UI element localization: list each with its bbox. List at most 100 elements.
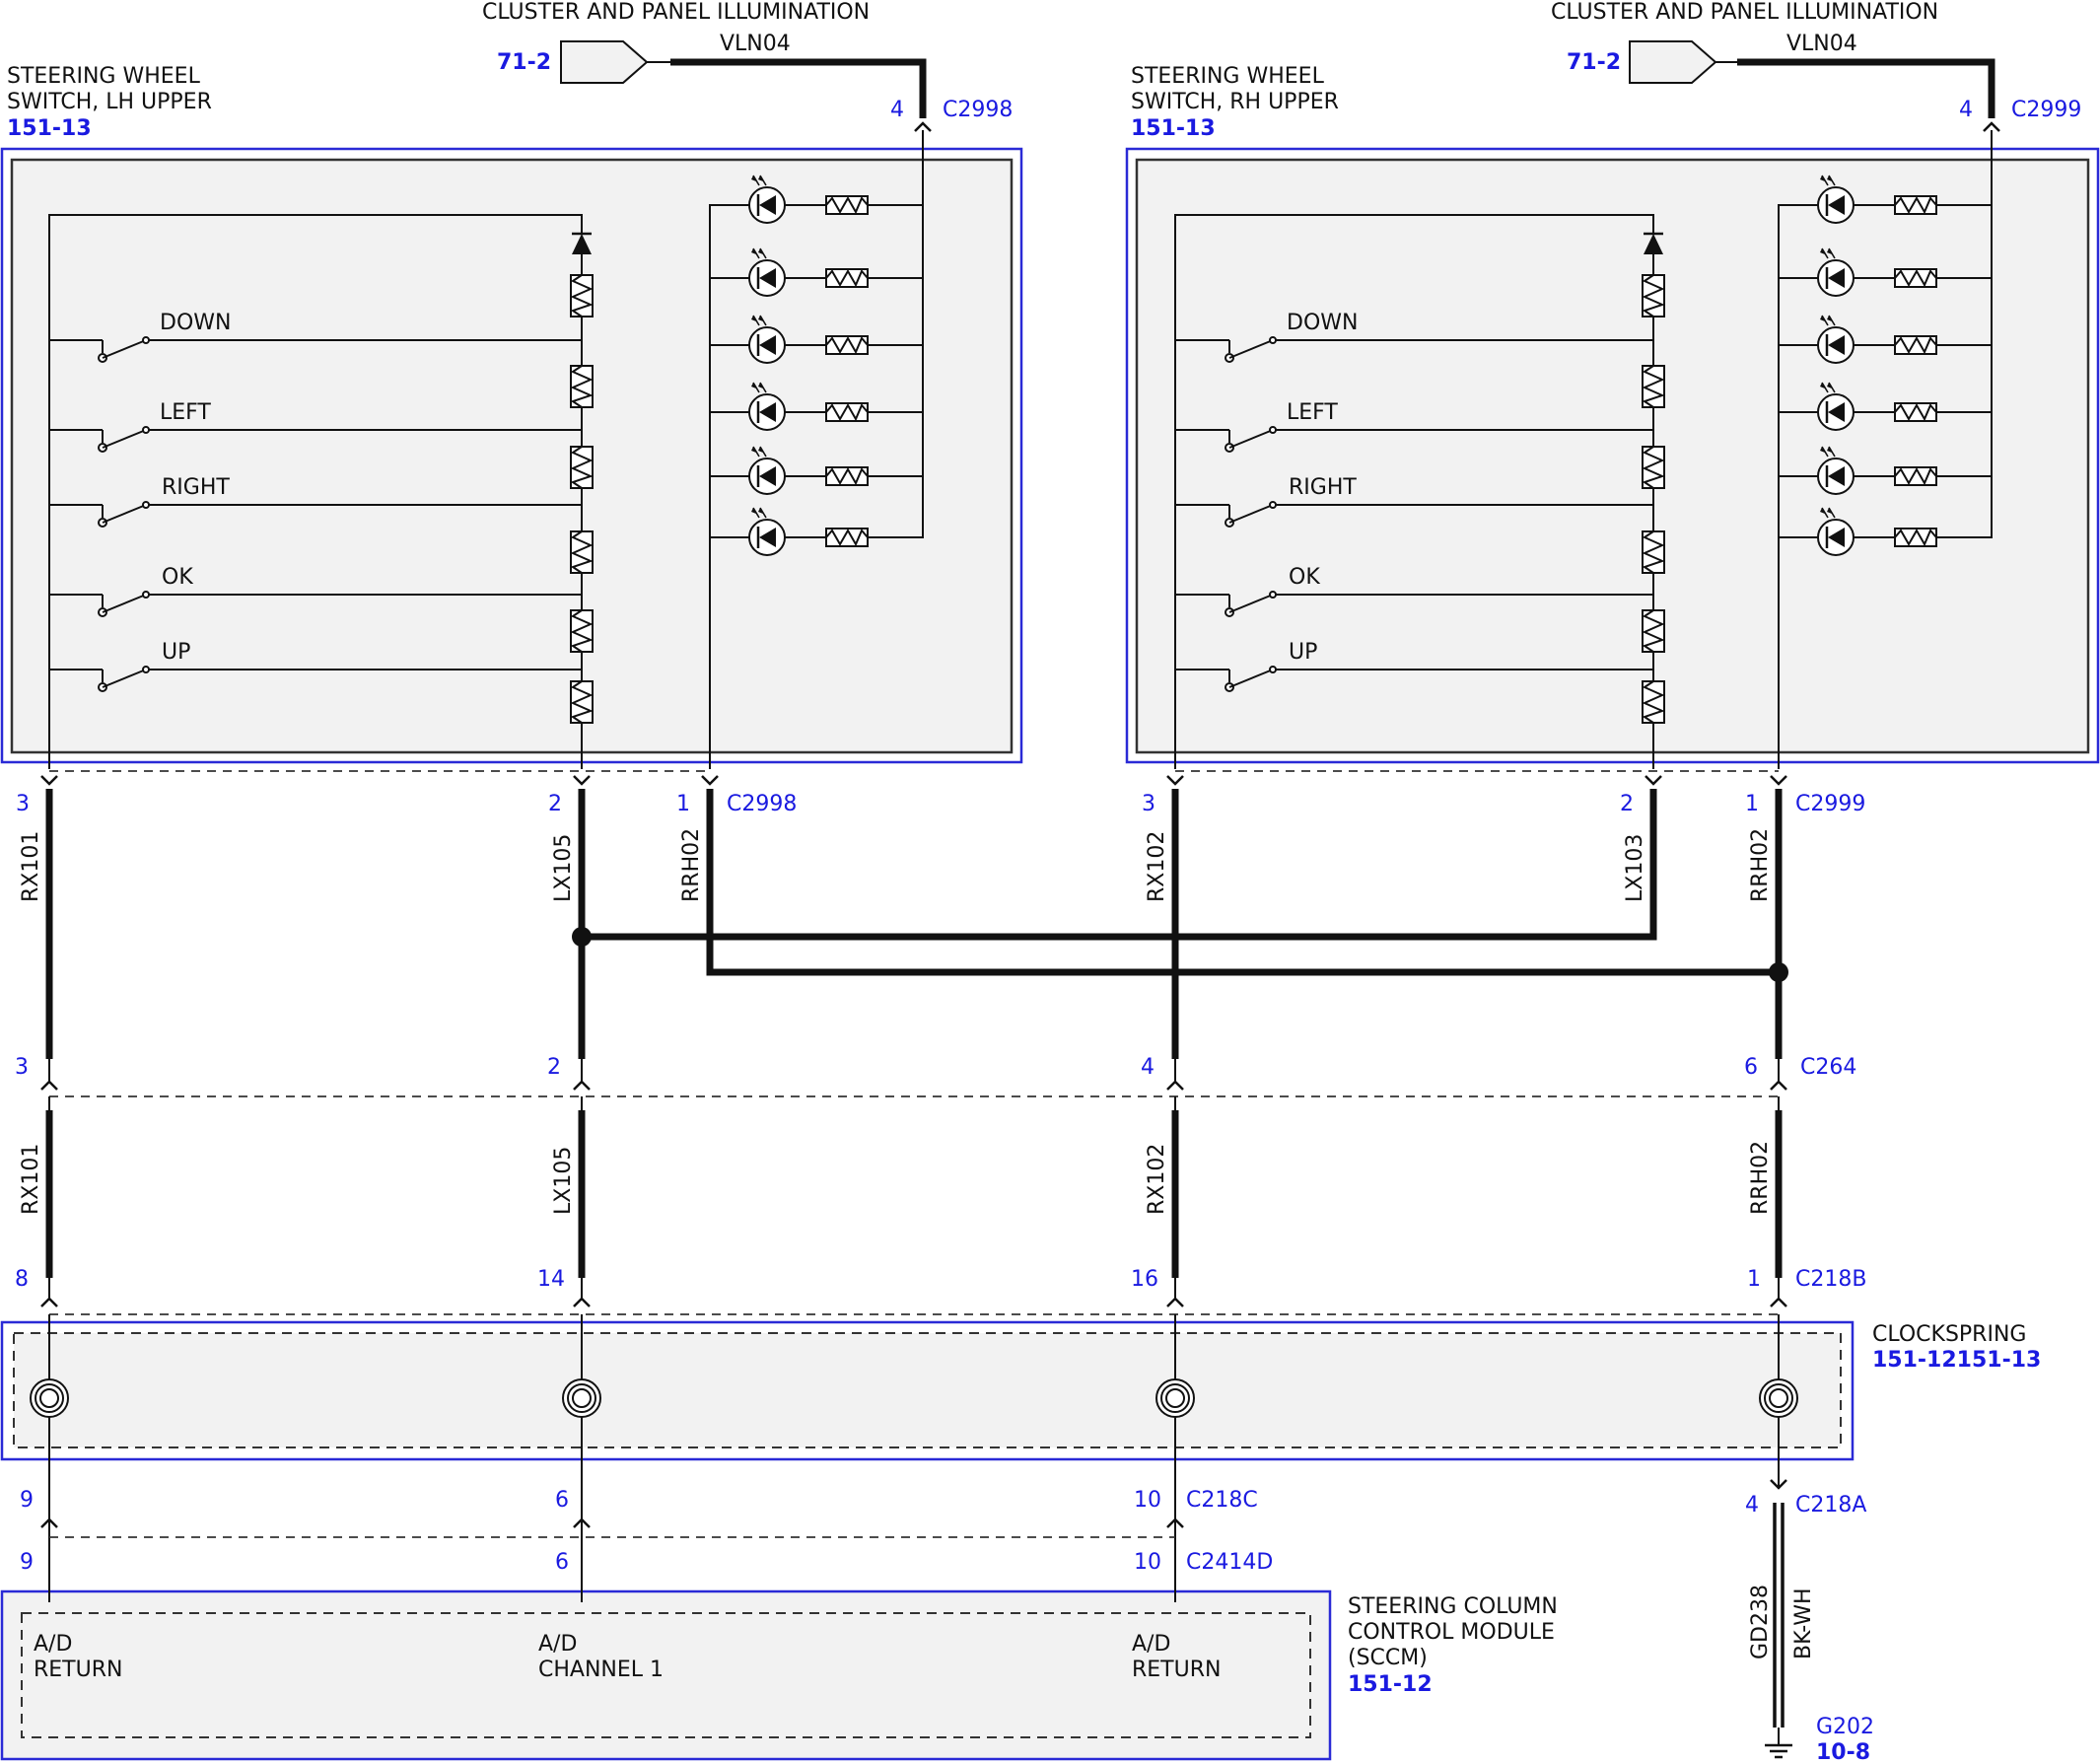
wire-rx102-upper: RX102 xyxy=(1145,831,1169,902)
wire-bk-wh: BK-WH xyxy=(1791,1588,1816,1659)
lh-switch-up-label: UP xyxy=(162,640,190,665)
sccm-title-3: (SCCM) xyxy=(1348,1646,1428,1670)
sccm-input-2-line1: A/D xyxy=(538,1632,577,1657)
lh-switch-title-2: SWITCH, LH UPPER xyxy=(7,90,212,114)
c264-pin-6: 6 xyxy=(1744,1055,1758,1080)
c2414d-pin-9: 9 xyxy=(20,1550,34,1575)
ground-name: G202 xyxy=(1816,1715,1874,1739)
clockspring-coil-3-icon xyxy=(1155,1378,1195,1418)
lh-illum-ref-link[interactable]: 71-2 xyxy=(497,50,551,75)
lh-switch-outline xyxy=(0,147,1023,764)
sccm-title-1: STEERING COLUMN xyxy=(1348,1594,1558,1619)
rh-switch-right-label: RIGHT xyxy=(1289,475,1357,500)
lh-illum-label: CLUSTER AND PANEL ILLUMINATION xyxy=(482,0,870,25)
wire-lx105-lower: LX105 xyxy=(551,1147,576,1215)
sccm-ref-link[interactable]: 151-12 xyxy=(1348,1672,1433,1697)
lh-illum-connector-icon xyxy=(560,40,649,84)
c218c-label: C218C xyxy=(1186,1488,1258,1513)
lh-illum-connector: C2998 xyxy=(943,98,1013,122)
lh-illum-pin: 4 xyxy=(890,98,904,122)
c2414d-label: C2414D xyxy=(1186,1550,1273,1575)
rh-illum-wire: VLN04 xyxy=(1786,32,1857,56)
rh-illum-label: CLUSTER AND PANEL ILLUMINATION xyxy=(1551,0,1938,25)
wire-rx101-upper: RX101 xyxy=(19,831,43,902)
lh-switch-title-1: STEERING WHEEL xyxy=(7,64,201,89)
c218b-pin-14: 14 xyxy=(537,1267,565,1292)
rh-switch-up-label: UP xyxy=(1289,640,1317,665)
c2414d-pin-6: 6 xyxy=(555,1550,569,1575)
sccm-input-3-line1: A/D xyxy=(1132,1632,1170,1657)
c264-pin-4: 4 xyxy=(1141,1055,1155,1080)
rh-switch-circuit xyxy=(1174,130,1993,769)
rh-switch-ref-link[interactable]: 151-13 xyxy=(1131,116,1216,141)
rh-illum-pin: 4 xyxy=(1959,98,1973,122)
c2998-label: C2998 xyxy=(727,792,797,816)
c2999-pin-3: 3 xyxy=(1142,792,1155,816)
lx-splice-dot xyxy=(572,927,592,947)
clockspring-body xyxy=(13,1332,1842,1448)
rh-switch-left-label: LEFT xyxy=(1287,400,1338,425)
rh-switch-title-2: SWITCH, RH UPPER xyxy=(1131,90,1339,114)
c218c-pin-9: 9 xyxy=(20,1488,34,1513)
sccm-body xyxy=(21,1612,1311,1738)
rh-switch-body xyxy=(1135,158,2090,754)
lh-switch-left-label: LEFT xyxy=(160,400,211,425)
c2414d-pin-10: 10 xyxy=(1134,1550,1161,1575)
wire-rrh02-rh: RRH02 xyxy=(1748,828,1773,902)
wire-lx105-upper: LX105 xyxy=(551,834,576,902)
clockspring-coil-4-icon xyxy=(1759,1378,1798,1418)
c218b-pin-16: 16 xyxy=(1131,1267,1158,1292)
wire-rrh02-lh: RRH02 xyxy=(679,828,704,902)
rh-switch-down-label: DOWN xyxy=(1287,311,1358,335)
sccm-input-1-line2: RETURN xyxy=(34,1658,122,1682)
rh-illum-connector: C2999 xyxy=(2011,98,2081,122)
lh-switch-ok-label: OK xyxy=(162,565,193,590)
wire-rx102-lower: RX102 xyxy=(1145,1144,1169,1215)
c264-label: C264 xyxy=(1800,1055,1856,1080)
sccm-input-1-line1: A/D xyxy=(34,1632,72,1657)
c218b-pin-1: 1 xyxy=(1747,1267,1761,1292)
c2999-pin-2: 2 xyxy=(1620,792,1634,816)
lh-switch-circuit xyxy=(48,130,924,769)
wire-rx101-lower: RX101 xyxy=(19,1144,43,1215)
lh-switch-ref-link[interactable]: 151-13 xyxy=(7,116,92,141)
c218c-pin-10: 10 xyxy=(1134,1488,1161,1513)
rh-illum-connector-icon xyxy=(1629,40,1717,84)
clockspring-coil-2-icon xyxy=(562,1378,601,1418)
c2998-pin-2: 2 xyxy=(548,792,562,816)
wire-gd238: GD238 xyxy=(1748,1585,1773,1659)
rh-illum-ref-link[interactable]: 71-2 xyxy=(1567,50,1621,75)
rh-switch-title-1: STEERING WHEEL xyxy=(1131,64,1325,89)
sccm-outline xyxy=(0,1589,1332,1761)
c218c-pin-6: 6 xyxy=(555,1488,569,1513)
c2999-label: C2999 xyxy=(1795,792,1865,816)
c2998-pin-1: 1 xyxy=(676,792,690,816)
ground-icon xyxy=(1765,1743,1792,1759)
c264-pin-2: 2 xyxy=(547,1055,561,1080)
rh-switch-outline xyxy=(1125,147,2100,764)
sccm-input-2-line2: CHANNEL 1 xyxy=(538,1658,664,1682)
c218a-pin-4: 4 xyxy=(1745,1493,1759,1517)
rrh-splice-dot xyxy=(1769,962,1788,982)
lh-illum-wire: VLN04 xyxy=(720,32,791,56)
sccm-input-3-line2: RETURN xyxy=(1132,1658,1221,1682)
clockspring-coil-1-icon xyxy=(30,1378,69,1418)
c264-pin-3: 3 xyxy=(15,1055,29,1080)
c2998-pin-3: 3 xyxy=(16,792,30,816)
lh-switch-down-label: DOWN xyxy=(160,311,231,335)
rh-switch-ok-label: OK xyxy=(1289,565,1320,590)
ground-ref-link[interactable]: 10-8 xyxy=(1816,1740,1870,1764)
c218b-label: C218B xyxy=(1795,1267,1866,1292)
wire-lx103: LX103 xyxy=(1623,834,1647,902)
clockspring-title: CLOCKSPRING xyxy=(1872,1322,2026,1347)
lh-switch-right-label: RIGHT xyxy=(162,475,230,500)
c218a-label: C218A xyxy=(1795,1493,1866,1517)
wire-rrh02-lower: RRH02 xyxy=(1748,1141,1773,1215)
c2999-pin-1: 1 xyxy=(1745,792,1759,816)
clockspring-ref-link[interactable]: 151-12151-13 xyxy=(1872,1348,2041,1373)
lh-switch-body xyxy=(10,158,1014,754)
c218b-pin-8: 8 xyxy=(15,1267,29,1292)
sccm-title-2: CONTROL MODULE xyxy=(1348,1620,1555,1645)
clockspring-outline xyxy=(0,1320,1855,1461)
